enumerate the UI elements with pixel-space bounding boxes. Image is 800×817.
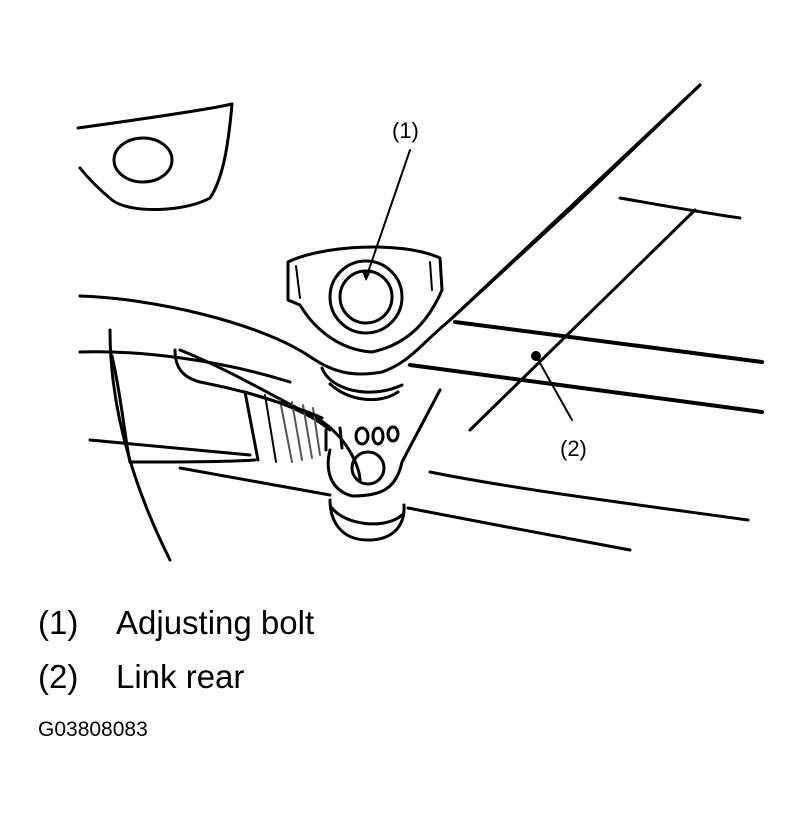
legend-number: (2) (38, 658, 79, 695)
wheel-arc (108, 328, 172, 562)
legend-label: Adjusting bolt (116, 604, 315, 641)
body-panel (76, 102, 234, 212)
callout-label-1: (1) (392, 118, 419, 143)
lower-arm (173, 348, 442, 542)
upper-arm (78, 83, 702, 384)
figure-code: G03808083 (38, 718, 148, 741)
adjusting-bolt (286, 245, 444, 354)
panel-hole (112, 136, 174, 184)
bushing-sleeve (110, 354, 324, 464)
leader-line-2 (535, 355, 573, 421)
leader-arrow-1 (361, 269, 372, 281)
lower-bolt-head (350, 450, 386, 486)
suspension-diagram (76, 83, 764, 562)
legend-label: Link rear (116, 658, 245, 695)
callout-label-2: (2) (560, 436, 587, 461)
link-rear (408, 320, 764, 414)
legend-number: (1) (38, 604, 79, 641)
leader-line-1 (365, 149, 411, 279)
